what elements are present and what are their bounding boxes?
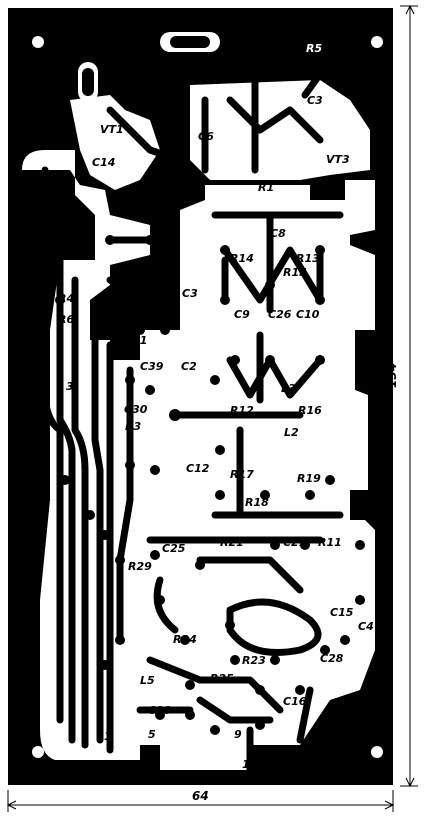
label-r5: R5 xyxy=(306,42,322,55)
label-c31: C31 xyxy=(124,334,147,347)
label-r3: R3 xyxy=(125,420,141,433)
label-r6: R6 xyxy=(58,313,74,326)
label-pin12: 12 xyxy=(242,758,258,771)
label-vt3: VT3 xyxy=(326,153,350,166)
label-c39: C39 xyxy=(140,360,164,373)
label-pin9: 9 xyxy=(234,728,242,741)
label-l2: L2 xyxy=(284,426,299,439)
copper-traces xyxy=(41,56,344,774)
label-c6: C6 xyxy=(198,130,214,143)
label-c2: C2 xyxy=(181,360,197,373)
label-c30: C30 xyxy=(124,403,148,416)
label-l5: L5 xyxy=(140,674,155,687)
label-c14: C14 xyxy=(92,156,115,169)
label-r16: R16 xyxy=(298,404,322,417)
label-l3: L3 xyxy=(281,382,296,395)
slot-holes xyxy=(78,32,220,102)
label-c15: C15 xyxy=(330,606,354,619)
label-c21: C21 xyxy=(283,536,306,549)
width-dimension-value: 64 xyxy=(192,789,209,803)
label-r14: R14 xyxy=(230,252,254,265)
label-c9: C9 xyxy=(234,308,250,321)
label-r15: R15 xyxy=(283,266,307,279)
label-c12: C12 xyxy=(186,462,210,475)
label-r17: R17 xyxy=(230,468,254,481)
label-r4: R4 xyxy=(58,292,74,305)
component-pads xyxy=(40,210,365,735)
label-vt2: VT2 xyxy=(140,187,164,200)
label-c28: C28 xyxy=(320,652,344,665)
label-pin5: 5 xyxy=(148,728,156,741)
dimension-lines xyxy=(6,4,418,812)
label-c16: C16 xyxy=(283,695,307,708)
label-r29: R29 xyxy=(128,560,152,573)
label-vt1: VT1 xyxy=(100,123,124,136)
label-r1: R1 xyxy=(258,181,274,194)
label-r21: R21 xyxy=(220,536,244,549)
component-labels: R5 C3 VT1 C14 VT2 C6 R1 VT3 C8 R14 R13 R… xyxy=(58,42,374,771)
label-r24: R24 xyxy=(173,633,197,646)
label-pin1: 1 xyxy=(104,730,112,743)
label-r25: R25 xyxy=(210,672,234,685)
label-v15: V15 xyxy=(143,310,167,323)
label-c25: C25 xyxy=(162,542,186,555)
label-c3-top: C3 xyxy=(307,94,323,107)
label-r19: R19 xyxy=(297,472,321,485)
label-c3: C3 xyxy=(182,287,198,300)
label-r13: R13 xyxy=(296,252,320,265)
label-c8: C8 xyxy=(270,227,286,240)
label-pin3: 3 xyxy=(66,380,74,393)
height-dimension-value: 134 xyxy=(385,363,399,388)
label-c4: C4 xyxy=(358,620,374,633)
label-r11: R11 xyxy=(318,536,342,549)
label-c38: C38 xyxy=(148,704,172,717)
mounting-holes xyxy=(32,36,383,758)
label-r23: R23 xyxy=(242,654,266,667)
label-c26: C26 xyxy=(268,308,292,321)
label-pin13: 13 xyxy=(326,732,342,745)
label-r18: R18 xyxy=(245,496,269,509)
label-r12: R12 xyxy=(230,404,254,417)
label-c10: C10 xyxy=(296,308,320,321)
